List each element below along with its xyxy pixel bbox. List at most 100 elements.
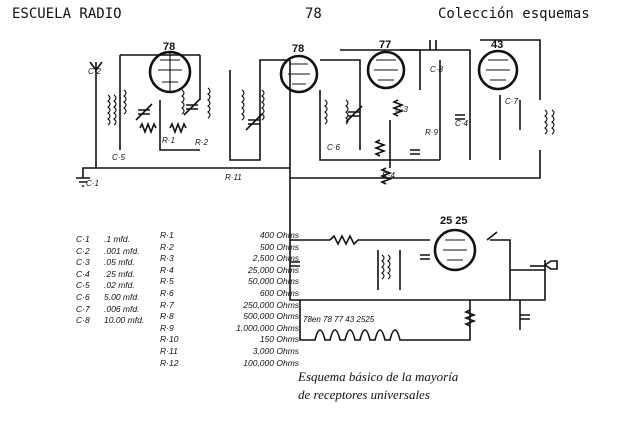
cap-value: .02 — [104, 280, 116, 291]
legend-r-row: R·11 3,000 Ohms — [160, 346, 299, 358]
res-unit: Ohms — [276, 299, 300, 310]
tube-v2-label: 78 — [292, 43, 304, 55]
cap-unit: mfd. — [122, 291, 140, 302]
res-unit: Ohms — [276, 230, 300, 240]
cap-code: C·7 — [76, 303, 90, 314]
res-value: 500 — [259, 241, 274, 252]
cap-value: .006 — [104, 303, 121, 314]
res-value: 1,000,000 — [236, 322, 274, 333]
res-code: R·3 — [160, 253, 174, 264]
legend-c-row: C·4.25 mfd. — [76, 269, 144, 281]
tube-v1: 78 — [148, 41, 192, 94]
res-value: 25,000 — [248, 264, 274, 275]
label-c4: C·4 — [455, 119, 468, 128]
filament-label: 78en 78 77 43 2525 — [303, 315, 375, 324]
tube-v3-label: 77 — [379, 39, 391, 51]
res-code: R·1 — [160, 230, 174, 240]
cap-code: C·4 — [76, 268, 90, 279]
label-c3: C·3 — [395, 105, 408, 114]
note-line-2: de receptores universales — [298, 387, 430, 402]
res-value: 50,000 — [248, 276, 274, 287]
header-page-number: 78 — [305, 6, 322, 22]
rectifier-tube-label: 25 25 — [440, 215, 468, 227]
label-c1: C·1 — [86, 179, 99, 188]
handwritten-note: Esquema básico de la mayoría de receptor… — [298, 368, 458, 404]
res-unit: Ohms — [276, 253, 300, 264]
cap-unit: mfd. — [118, 257, 135, 268]
legend-r-row: R·10 150 Ohms — [160, 334, 299, 346]
res-value: 400 — [259, 230, 274, 240]
legend-r-row: R·6 600 Ohms — [160, 288, 299, 300]
legend-r-row: R·9 1,000,000 Ohms — [160, 323, 299, 335]
top-passives — [139, 40, 465, 185]
cap-unit: mfd. — [122, 245, 140, 256]
legend-c-row: C·3 .05 mfd. — [76, 257, 144, 269]
cap-code: C·6 — [76, 291, 90, 302]
res-value: 100,000 — [243, 357, 274, 368]
res-code: R·6 — [160, 287, 174, 298]
res-unit: Ohms — [276, 345, 300, 356]
res-value: 600 — [259, 287, 274, 298]
legend-c-row: C·1 .1 mfd. — [76, 234, 144, 246]
tube-v4: 43 — [477, 39, 519, 91]
legend-c-row: C·5.02 mfd. — [76, 280, 144, 292]
cap-code: C·1 — [76, 234, 90, 244]
tube-v4-label: 43 — [491, 39, 503, 51]
legend-c-row: C·7 .006 mfd. — [76, 304, 144, 316]
tuning-capacitors — [135, 98, 363, 131]
res-unit: Ohms — [276, 241, 300, 252]
res-unit: Ohms — [276, 322, 300, 333]
cap-value: .001 — [104, 245, 121, 256]
legend-r-row: R·3 2,500 Ohms — [160, 253, 299, 265]
cap-unit: mfd. — [127, 315, 145, 326]
cap-code: C·3 — [76, 257, 90, 268]
res-unit: Ohms — [276, 264, 300, 275]
cap-unit: mfd. — [122, 303, 140, 314]
cap-value: .05 — [104, 257, 116, 268]
cap-value: .25 — [104, 268, 116, 279]
res-unit: Ohms — [276, 287, 300, 298]
label-r9: R·9 — [425, 128, 438, 137]
res-code: R·5 — [160, 276, 174, 287]
res-code: R·10 — [160, 334, 179, 345]
res-unit: Ohms — [276, 357, 300, 368]
label-c5: C·5 — [112, 153, 125, 162]
filament-string: 78en 78 77 43 2525 — [299, 300, 477, 341]
res-code: R·8 — [160, 311, 174, 322]
tube-v2: 78 — [279, 43, 319, 94]
cap-value: 10.00 — [104, 315, 126, 326]
res-unit: Ohms — [276, 311, 300, 322]
component-labels: C·2 C·1 C·5 C·6 C·7 C·8 C·4 R·1 R·2 R·11… — [86, 65, 518, 188]
power-coils — [381, 254, 391, 280]
res-value: 150 — [259, 334, 274, 345]
capacitor-legend: C·1 .1 mfd. C·2 .001 mfd. C·3 .05 mfd. C·4.… — [76, 234, 144, 327]
res-value: 3,000 — [252, 345, 274, 356]
res-code: R·11 — [160, 345, 178, 356]
res-code: R·9 — [160, 322, 174, 333]
cap-unit: mfd. — [113, 234, 130, 244]
label-r4: R·4 — [382, 171, 395, 180]
rf-coils — [107, 87, 555, 135]
res-value: 2,500 — [252, 253, 274, 264]
cap-code: C·2 — [76, 245, 90, 256]
label-r11: R·11 — [225, 173, 242, 182]
header-school-name: ESCUELA RADIO — [12, 6, 122, 22]
res-code: R·4 — [160, 264, 174, 275]
cap-value: .1 — [104, 234, 112, 244]
tube-v3: 77 — [366, 39, 406, 90]
rectifier-tube: 25 25 — [433, 215, 477, 272]
cap-code: C·5 — [76, 280, 90, 291]
res-value: 250,000 — [243, 299, 274, 310]
res-unit: Ohms — [276, 334, 300, 345]
res-code: R·12 — [160, 357, 179, 368]
antenna-symbol — [89, 61, 103, 100]
rf-section-wiring — [82, 39, 541, 179]
res-value: 500,000 — [243, 311, 274, 322]
